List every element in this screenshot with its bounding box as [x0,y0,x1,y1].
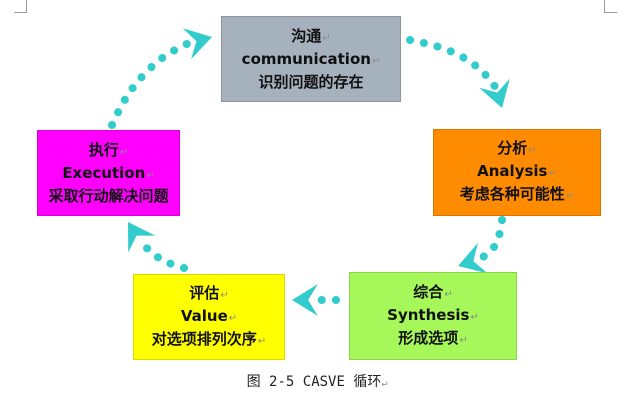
stage-synthesis-desc: 形成选项 [398,328,459,347]
cycle-arrows [108,28,510,316]
stage-analysis-desc: 考虑各种可能性 [459,185,565,203]
stage-communication-desc: 识别问题的存在 [258,72,364,91]
arrowhead-icon [128,222,156,253]
stage-value: 评估↵ Value↵ 对选项排列次序↵ [133,274,285,360]
stage-communication-en: communication [241,49,371,68]
arrow-analysis-to-synthesis [458,216,506,274]
stage-analysis: 分析↵ Analysis↵ 考虑各种可能性↵ [433,129,601,216]
stage-value-zh: 评估 [189,283,220,302]
stage-synthesis: 综合↵ Synthesis↵ 形成选项↵ [349,272,517,360]
paragraph-mark: ↵ [381,378,388,389]
figure-caption: 图 2-5 CASVE 循环↵ [0,371,634,391]
stage-analysis-en: Analysis [477,162,548,180]
stage-execution: 执行↵ Execution↵ 采取行动解决问题 [37,130,180,216]
arrow-synthesis-to-value [292,284,340,316]
arrow-value-to-execution [128,222,188,272]
figure-caption-text: 图 2-5 CASVE 循环 [246,374,382,390]
stage-execution-en: Execution [62,163,146,182]
stage-execution-zh: 执行 [88,140,119,159]
stage-communication-zh: 沟通 [291,26,322,45]
dotted-connector [134,235,188,272]
stage-synthesis-en: Synthesis [387,305,470,324]
paragraph-mark: ↵ [548,168,557,179]
paragraph-mark: ↵ [119,146,129,158]
paragraph-mark: ↵ [470,311,479,323]
stage-execution-desc: 采取行动解决问题 [48,186,169,205]
stage-synthesis-zh: 综合 [413,282,444,301]
paragraph-mark: ↵ [371,55,381,67]
paragraph-mark: ↵ [322,32,331,44]
paragraph-mark: ↵ [257,335,267,347]
paragraph-mark: ↵ [220,289,229,301]
paragraph-mark: ↵ [146,169,155,181]
arrowhead-icon [479,78,510,108]
corner-crop-mark [14,0,27,13]
paragraph-mark: ↵ [228,312,238,324]
dotted-connector [406,36,500,92]
stage-analysis-zh: 分析 [497,139,528,157]
arrow-communication-to-analysis [406,36,510,108]
stage-communication: 沟通↵ communication↵ 识别问题的存在 [221,16,401,102]
corner-crop-mark [604,0,617,13]
arrowhead-icon [458,242,488,274]
paragraph-mark: ↵ [459,334,468,346]
arrow-execution-to-communication [108,28,212,129]
paragraph-mark: ↵ [444,288,453,300]
paragraph-mark: ↵ [565,191,575,202]
arrowhead-icon [182,28,212,60]
dotted-connector [108,38,195,129]
stage-value-en: Value [180,306,228,325]
arrowhead-icon [292,284,318,316]
paragraph-mark: ↵ [528,145,537,156]
dotted-connector [474,216,506,264]
stage-value-desc: 对选项排列次序 [151,329,257,348]
